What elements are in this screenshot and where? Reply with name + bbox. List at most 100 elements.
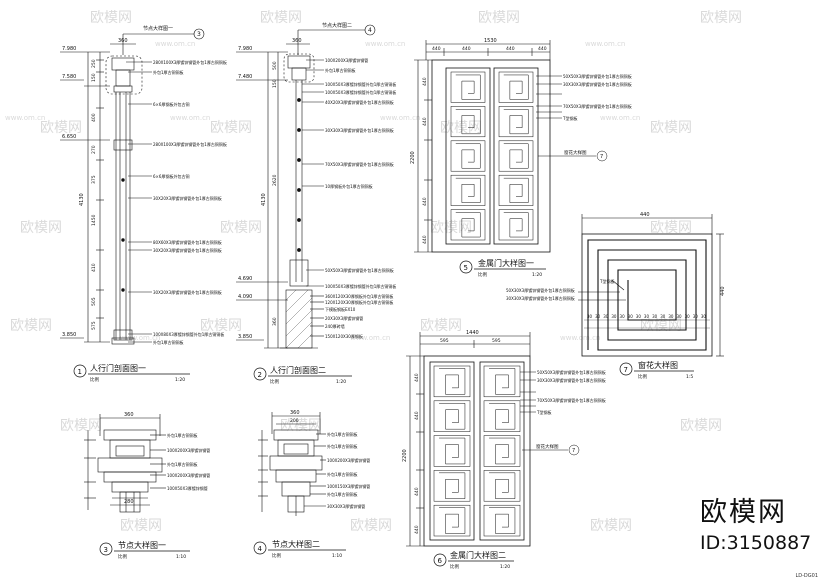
watermark-text: 欧模网 xyxy=(200,318,242,334)
material-note: 下模板钢板EX10 xyxy=(325,306,356,312)
dimension: 150 xyxy=(91,73,97,82)
level-mark: 7.980 xyxy=(238,46,252,52)
material-note: 100X50X3厚镀锌钢管外包1厚古铜铜板 xyxy=(325,81,396,87)
section-2-drawing xyxy=(236,24,376,349)
overall-height: 2200 xyxy=(410,151,416,164)
watermark-text: 欧模网 xyxy=(20,220,62,236)
title-text: 人行门剖面图一 xyxy=(90,363,146,373)
watermark-layer: 欧模网 欧模网 欧模网 欧模网 www.om.cn www.om.cn www.… xyxy=(5,10,742,534)
scale-label: 比例 xyxy=(270,378,279,385)
callout-number: 3 xyxy=(197,31,201,38)
overall-height: 440 xyxy=(720,286,726,296)
dimension: 505 xyxy=(91,297,97,306)
top-dimension: 360 xyxy=(124,412,134,418)
panel-cell xyxy=(450,140,486,172)
meander-motif xyxy=(439,368,466,395)
dimension: 2620 xyxy=(272,174,278,186)
watermark-url: www.om.cn xyxy=(365,40,405,48)
scale-label: 比例 xyxy=(478,271,487,278)
material-note: 外包1厚古铜铜板 xyxy=(327,443,358,449)
dimension: 440 xyxy=(422,197,428,206)
title-text: 节点大样图一 xyxy=(118,540,166,550)
material-note: 40X20X3厚镀锌钢管外包1厚古铜铜板 xyxy=(325,99,394,105)
material-note: 20X30X3厚镀锌钢管 xyxy=(325,315,363,321)
drawing-title-4: 4 节点大样图二 比例 1:10 xyxy=(253,539,346,559)
dimension: 440 xyxy=(538,46,547,52)
brand-watermark: 欧模网 ID:3150887 xyxy=(700,497,820,555)
title-text: 窗花大样图 xyxy=(638,360,678,370)
watermark-text: 欧模网 xyxy=(60,418,102,434)
watermark-url: www.om.cn xyxy=(170,114,210,122)
material-note: 100X200X3厚镀锌钢管 xyxy=(167,472,210,478)
material-note: 280X100X3厚镀锌钢管外包1厚古铜铜板 xyxy=(153,59,227,65)
panel-cell xyxy=(433,470,471,502)
material-note: 70X50X3厚镀锌钢管外包1厚古铜铜板 xyxy=(325,161,394,167)
drawing-title-1: 1 人行门剖面图一 比例 1:20 xyxy=(73,363,190,383)
top-dimension: 360 xyxy=(290,410,300,416)
material-note: 150X120X30厚钢板 xyxy=(325,333,363,339)
watermark-text: 欧模网 xyxy=(420,318,462,334)
title-text: 节点大样图二 xyxy=(272,539,320,549)
meander-motif xyxy=(503,177,529,203)
material-note: T型钢板 xyxy=(562,115,577,121)
grille-dimension: 30 xyxy=(611,314,617,319)
dimension: 440 xyxy=(422,235,428,244)
panel-cell xyxy=(483,435,521,467)
material-note: 100X200X3厚镀锌钢管 xyxy=(325,57,368,63)
panel-cell xyxy=(483,470,521,502)
overall-dimension: 4130 xyxy=(79,193,85,206)
meander-motif xyxy=(503,74,529,100)
scale-value: 1:10 xyxy=(332,553,342,559)
meander-motif xyxy=(503,212,529,238)
title-text: 金属门大样图二 xyxy=(450,550,506,560)
watermark-text: 欧模网 xyxy=(10,318,52,334)
watermark-url: www.om.cn xyxy=(380,114,420,122)
panel-cell xyxy=(433,504,471,537)
dimension: 440 xyxy=(432,46,441,52)
grille-7-text: 440 440 T型钢板 50X30X3厚镀锌钢管外包1厚古铜铜板 30X30X… xyxy=(506,212,726,301)
watermark-text: 欧模网 xyxy=(650,120,692,136)
gate-6-text: 1440 595 595 2200 440 440 440 440 50X50X… xyxy=(402,330,606,534)
dimension: 595 xyxy=(440,338,449,344)
material-note: 6×6厚钢板外包古铜 xyxy=(153,101,189,107)
meander-motif xyxy=(503,109,529,135)
watermark-text: 欧模网 xyxy=(260,10,302,26)
meander-motif xyxy=(439,437,466,465)
meander-motif xyxy=(455,212,481,238)
level-mark: 3.850 xyxy=(62,332,76,338)
panel-cell xyxy=(450,209,486,241)
node-3-drawing xyxy=(84,414,166,513)
dimension: 250 xyxy=(91,59,97,68)
material-note: 70X50X3厚镀锌钢管外包1厚古铜铜板 xyxy=(537,397,606,403)
material-note: 外包1厚古铜铜板 xyxy=(327,491,358,497)
dimension: 150 xyxy=(272,79,278,88)
grille-dimension: 30 xyxy=(652,314,658,319)
watermark-text: 欧模网 xyxy=(478,10,520,26)
material-note: 50X50X3厚镀锌钢管外包1厚古铜铜板 xyxy=(325,267,394,273)
gate-5-text: 1530 440 440 440 440 2200 440 440 440 44… xyxy=(410,38,632,244)
grille-dimension: 30 xyxy=(701,314,707,319)
sub-dimension: 200 xyxy=(290,418,299,424)
material-note: 100X200X3厚镀锌钢管 xyxy=(327,457,370,463)
material-note: T型钢板 xyxy=(536,409,551,415)
brand-name: 欧模网 xyxy=(700,497,787,528)
grille-dimension: 30 xyxy=(644,314,650,319)
dimension: 440 xyxy=(422,117,428,126)
drawing-title-2: 2 人行门剖面图二 比例 1:20 xyxy=(253,365,352,385)
drawing-title-7: 7 窗花大样图 比例 1:5 xyxy=(619,360,694,380)
callout-label: 节点大样图一 xyxy=(143,25,173,32)
material-note: 100X200X3厚镀锌钢管 xyxy=(167,447,210,453)
title-text: 人行门剖面图二 xyxy=(270,365,326,375)
overall-width: 1530 xyxy=(484,38,497,44)
overall-dimension: 4130 xyxy=(261,193,267,206)
gate-5-pattern-grid xyxy=(450,71,534,241)
dimension: 575 xyxy=(91,321,97,330)
top-dimension: 360 xyxy=(292,38,302,44)
grille-dimension: 30 xyxy=(603,314,609,319)
level-mark: 3.850 xyxy=(238,334,252,340)
watermark-text: 欧模网 xyxy=(220,220,262,236)
dimension: 360 xyxy=(272,317,278,326)
material-note: 30X20X3厚镀锌钢管外包1厚古铜铜板 xyxy=(153,247,222,253)
meander-motif xyxy=(455,74,481,100)
scale-label: 比例 xyxy=(272,552,281,559)
